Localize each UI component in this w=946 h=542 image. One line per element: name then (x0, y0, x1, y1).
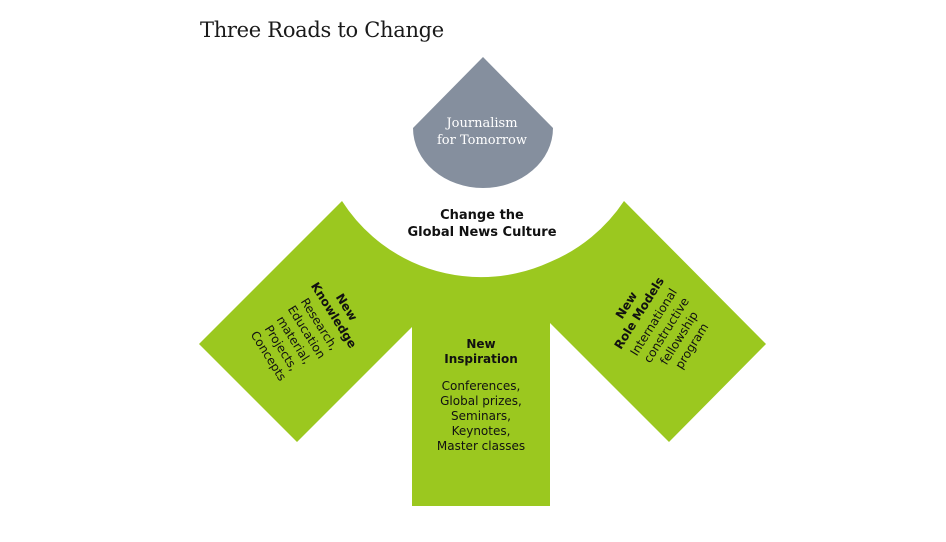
road-new-inspiration (412, 262, 550, 506)
top-shape-label: Journalism for Tomorrow (412, 115, 552, 149)
page-title: Three Roads to Change (200, 18, 444, 42)
top-shape-line1: Journalism (446, 116, 518, 131)
center-label: Change the Global News Culture (372, 207, 592, 241)
center-line1: Change the (440, 208, 524, 223)
road-new-knowledge (199, 201, 412, 442)
road-middle-body-line: Global prizes, (440, 394, 522, 408)
road-middle-body-line: Seminars, (451, 409, 511, 423)
road-middle-label: New Inspiration Conferences, Global priz… (412, 337, 550, 454)
road-middle-body-line: Master classes (436, 439, 526, 453)
road-new-role-models (550, 201, 766, 442)
road-middle-heading1: New (466, 337, 496, 351)
road-middle-heading2: Inspiration (444, 352, 518, 366)
road-middle-body-line: Conferences, (441, 379, 521, 393)
road-middle-body: Conferences, Global prizes, Seminars, Ke… (412, 379, 550, 454)
journalism-for-tomorrow-shape (413, 57, 553, 188)
top-shape-line2: for Tomorrow (436, 133, 527, 148)
center-line2: Global News Culture (407, 225, 557, 240)
road-middle-body-line: Keynotes, (451, 424, 511, 438)
